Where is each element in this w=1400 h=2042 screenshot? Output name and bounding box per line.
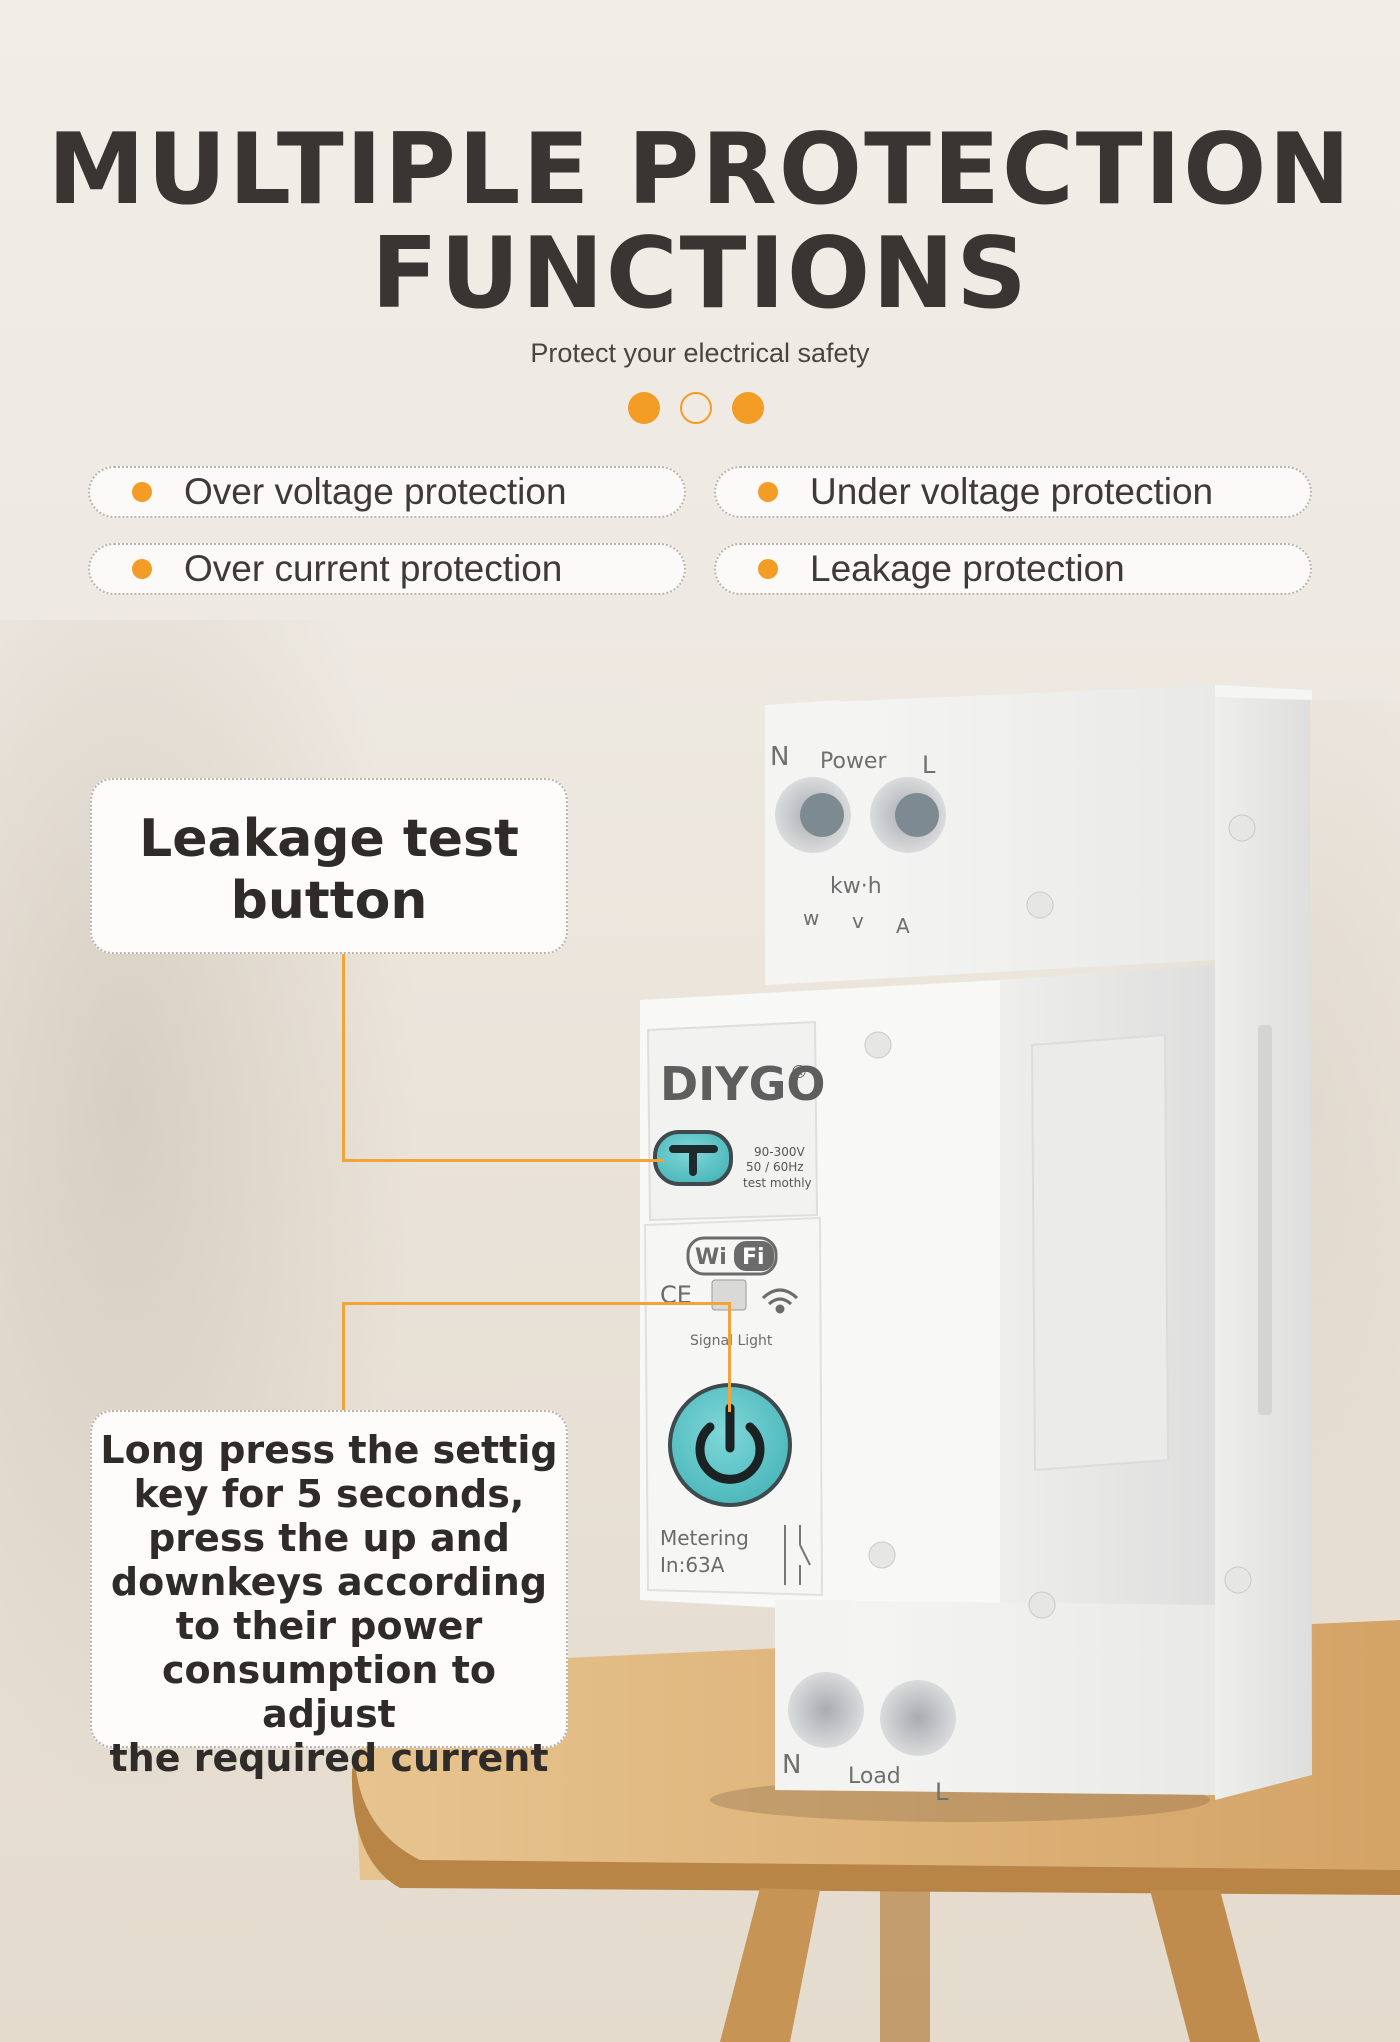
device-spec-test: test mothly (743, 1176, 812, 1190)
callout-line: the required current (109, 1736, 549, 1780)
bullet-dot (758, 559, 778, 579)
power-icon (695, 1403, 765, 1484)
indicator-dot (732, 392, 764, 424)
callout-line: Leakage test (139, 809, 519, 869)
page-title-line2: FUNCTIONS (371, 217, 1029, 331)
device-signal-light-label: Signal Light (690, 1333, 773, 1349)
callout-line: downkeys according (110, 1560, 548, 1604)
device-unit-v: v (852, 909, 864, 933)
device-spec-voltage: 90-300V (754, 1145, 806, 1159)
page-title-line1: MULTIPLE PROTECTION (47, 113, 1353, 227)
feature-pill-over-current: Over current protection (88, 543, 686, 595)
feature-label: Under voltage protection (810, 471, 1214, 512)
feature-pill-under-voltage: Under voltage protection (714, 466, 1312, 518)
switch-diagram-icon (784, 1525, 811, 1585)
device-spec-frequency: 50 / 60Hz (746, 1160, 804, 1174)
feature-label: Leakage protection (810, 548, 1125, 589)
bullet-dot (758, 482, 778, 502)
leader-line (728, 1302, 731, 1412)
device-top-l-label: L (922, 751, 936, 779)
feature-pill-over-voltage: Over voltage protection (88, 466, 686, 518)
bullet-dot (132, 482, 152, 502)
callout-line: key for 5 seconds, (133, 1472, 525, 1516)
device-wifi-wi: Wi (695, 1245, 727, 1270)
device-wifi-fi: Fi (742, 1245, 765, 1270)
device-rating-label: In:63A (660, 1553, 725, 1577)
feature-pill-leakage: Leakage protection (714, 543, 1312, 595)
device-bottom-l-label: L (935, 1778, 949, 1806)
device-brand-registered: ® (790, 1062, 808, 1083)
device-metering-label: Metering (660, 1526, 749, 1550)
device-kwh-label: kw·h (830, 874, 882, 899)
page-subtitle: Protect your electrical safety (530, 338, 870, 368)
callout-line: to their power (175, 1604, 483, 1648)
feature-label: Over current protection (184, 548, 563, 589)
leader-line (342, 954, 345, 1162)
callout-line: button (230, 871, 428, 931)
device-power-label: Power (820, 749, 887, 774)
indicator-dot (680, 392, 712, 424)
callout-setting-key: Long press the settig key for 5 seconds,… (90, 1410, 568, 1780)
device-unit-w: w (803, 906, 819, 930)
wifi-signal-icon (761, 1288, 799, 1314)
device-brand: DIYGO (660, 1057, 825, 1111)
wifi-logo (686, 1236, 778, 1276)
callout-line: consumption to adjust (161, 1648, 496, 1736)
leader-line (342, 1159, 664, 1162)
test-t-icon (669, 1145, 718, 1176)
device-top-n-label: N (770, 742, 789, 772)
bullet-dot (132, 559, 152, 579)
device-bottom-n-label: N (782, 1750, 801, 1780)
slide-indicator (628, 392, 768, 426)
feature-label: Over voltage protection (184, 471, 567, 512)
breaker-device (640, 685, 1312, 1800)
callout-line: press the up and (148, 1516, 510, 1560)
leader-line (342, 1302, 345, 1410)
leader-line (342, 1302, 730, 1305)
device-unit-a: A (896, 914, 910, 938)
callout-leakage-test-button: Leakage test button (90, 778, 568, 954)
indicator-dot (628, 392, 660, 424)
device-load-label: Load (848, 1764, 901, 1789)
callout-line: Long press the settig (100, 1428, 558, 1472)
